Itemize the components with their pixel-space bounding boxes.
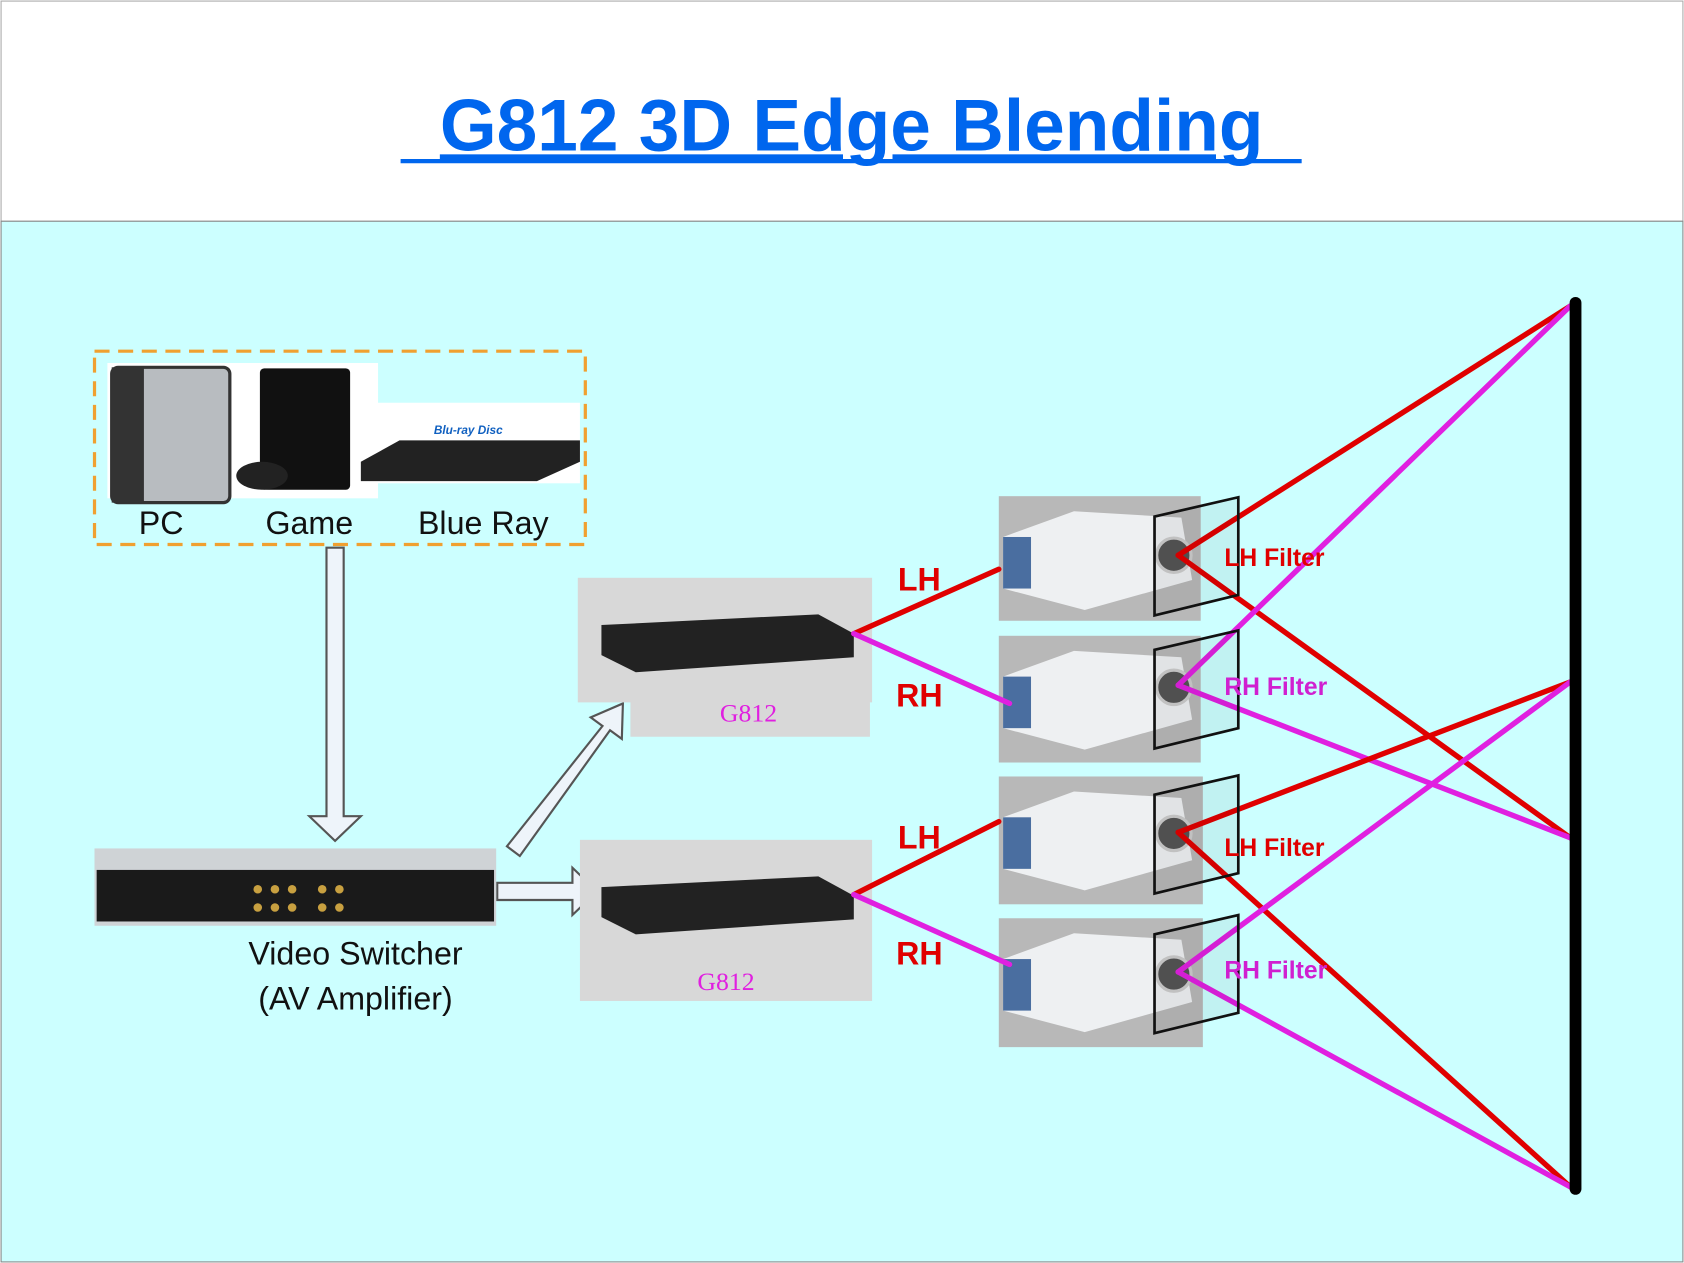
bluray-logo: Blu-ray Disc — [434, 423, 503, 437]
pc-front-panel — [111, 367, 144, 503]
game-console-image — [259, 368, 351, 490]
lh-beam — [1175, 829, 1573, 1190]
switcher-label-2: (AV Amplifier) — [258, 981, 452, 1017]
rh-filter-label: RH Filter — [1224, 957, 1327, 984]
projector-1 — [998, 496, 1201, 621]
gamepad-image — [236, 461, 288, 490]
projector-2 — [998, 635, 1201, 763]
bluray-player-image — [360, 440, 580, 482]
labels: LH RH LH RH LH Filter RH Filter LH Filte… — [896, 545, 1328, 984]
diagonal-arrow-icon — [505, 701, 625, 858]
pc-label: PC — [139, 505, 184, 541]
filter-frame — [1153, 913, 1240, 1035]
rh-line — [851, 891, 1013, 968]
title-area — [0, 0, 1684, 222]
lh-beam — [1175, 552, 1573, 841]
source-devices: Blu-ray Disc PC Game Blue Ray — [92, 349, 587, 547]
g812-label: G812 — [697, 967, 754, 996]
projector-4 — [998, 918, 1203, 1048]
projector-3 — [998, 776, 1203, 905]
bluray-label: Blue Ray — [418, 505, 550, 541]
projectors — [998, 496, 1203, 1048]
switcher-image — [96, 869, 495, 922]
rh-filter-label: RH Filter — [1224, 674, 1327, 701]
filter-frame — [1153, 773, 1240, 896]
g812-label: G812 — [720, 699, 777, 728]
page-title[interactable]: G812 3D Edge Blending — [440, 85, 1264, 166]
g812-unit-1: G812 — [577, 577, 873, 737]
rh-beam — [1175, 303, 1573, 688]
rh-label: RH — [896, 678, 943, 714]
g812-unit-2: G812 — [579, 839, 873, 1001]
rh-beam — [1175, 679, 1573, 975]
lh-beam — [1175, 679, 1573, 836]
game-label: Game — [265, 505, 353, 541]
lh-filter-label: LH Filter — [1224, 835, 1325, 862]
switcher-label-1: Video Switcher — [248, 935, 462, 971]
lh-line — [851, 818, 1002, 898]
g812-device-image — [601, 614, 854, 673]
g812-device-image — [601, 876, 854, 935]
filter-frame — [1153, 628, 1240, 751]
lh-filter-label: LH Filter — [1224, 545, 1325, 572]
flow-arrows — [306, 546, 625, 918]
sources-dashed-box — [92, 349, 587, 547]
rh-line — [851, 630, 1013, 707]
rh-label: RH — [896, 935, 943, 971]
filters — [1153, 495, 1240, 1035]
lh-label: LH — [898, 819, 941, 855]
signal-lines — [851, 303, 1573, 1190]
filter-frame — [1153, 495, 1240, 618]
lh-label: LH — [898, 562, 941, 598]
down-arrow-icon — [306, 546, 364, 843]
lh-line — [851, 566, 1002, 637]
rh-beam — [1175, 682, 1573, 841]
lh-beam — [1175, 303, 1573, 558]
rh-beam — [1175, 969, 1573, 1190]
video-switcher: Video Switcher (AV Amplifier) — [94, 848, 497, 1017]
